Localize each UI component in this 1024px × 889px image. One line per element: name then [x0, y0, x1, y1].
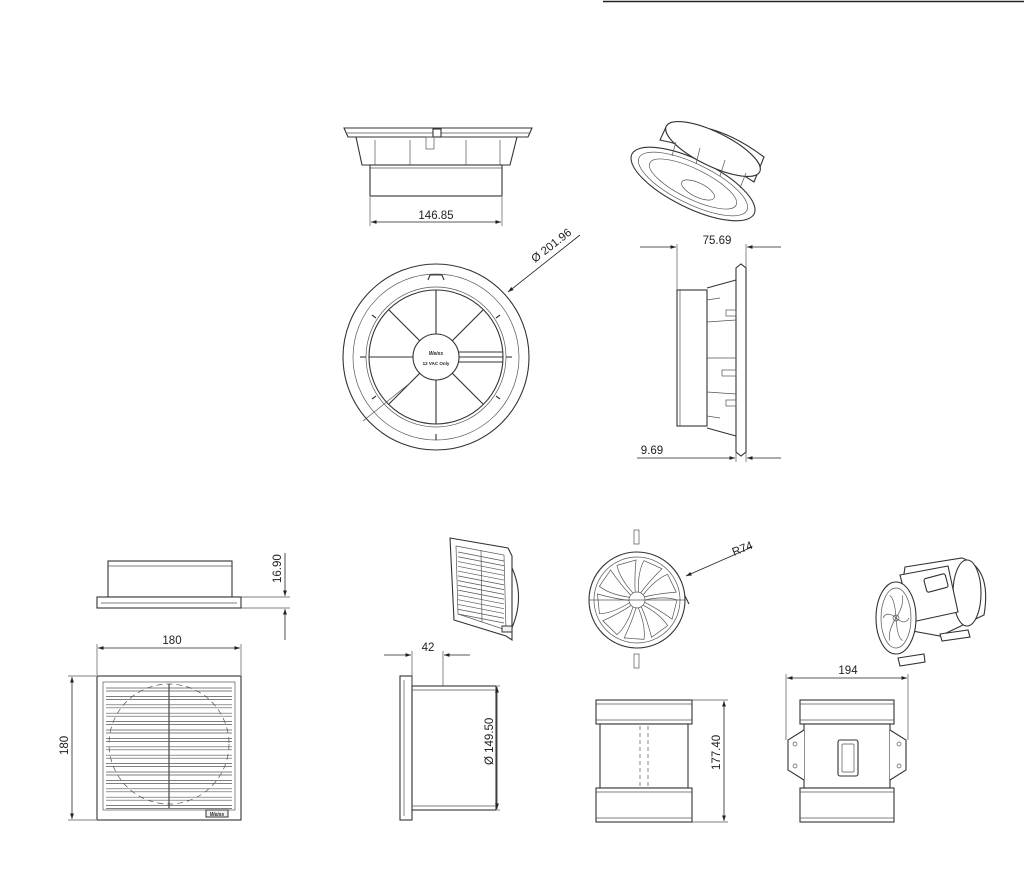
dimension-c-width: 194: [785, 665, 909, 740]
grille-plan-view: Weiss 12 VAC Only: [342, 263, 530, 451]
wall-grille-isometric-view: [449, 537, 520, 642]
dimension-b-width: 180: [96, 635, 242, 675]
grille-isometric-view: [630, 121, 765, 222]
dimension-b-depth: 42: [384, 642, 470, 686]
dimension-label: 75.69: [703, 235, 732, 247]
dimension-c-radius: R74: [685, 540, 756, 577]
dimension-b-flange: 16.90: [241, 553, 290, 640]
dimension-label: 194: [838, 665, 858, 677]
brand-logo-text: Weiss: [210, 812, 225, 818]
connector-note: 12 VAC Only: [423, 361, 450, 366]
dimension-b-spigot: Ø 149.50: [484, 685, 500, 811]
wall-grille-side-view: [399, 675, 497, 821]
fan-front-view: [588, 529, 690, 669]
grille-side-section: [676, 263, 747, 457]
dimension-b-height: 180: [59, 675, 96, 821]
fan-isometric-view: [875, 557, 987, 667]
dimension-label: Ø 149.50: [484, 718, 496, 765]
dimension-label: 146.85: [418, 210, 453, 222]
dimension-label: 42: [422, 642, 435, 654]
dimension-a-depth: 75.69: [640, 235, 781, 290]
fan-mount-view: [787, 699, 907, 823]
brand-logo-text: Weiss: [429, 351, 444, 357]
dimension-a-flange: 9.69: [637, 445, 781, 462]
dimension-a-width: 146.85: [369, 197, 503, 226]
fan-side-view: [595, 699, 693, 823]
dimension-c-height: 177.40: [692, 699, 728, 823]
dimension-label: Ø 201.96: [529, 227, 574, 266]
dimension-label: R74: [731, 540, 756, 559]
dimension-label: 177.40: [711, 735, 723, 770]
dimension-label: 180: [59, 736, 71, 755]
dimension-label: 16.90: [272, 554, 284, 583]
dimension-label: 9.69: [641, 445, 663, 457]
wall-grille-front-view: Weiss: [96, 675, 242, 821]
dimension-label: 180: [162, 635, 181, 647]
wall-grille-top-view: [96, 560, 242, 609]
grille-side-view: [343, 127, 533, 197]
